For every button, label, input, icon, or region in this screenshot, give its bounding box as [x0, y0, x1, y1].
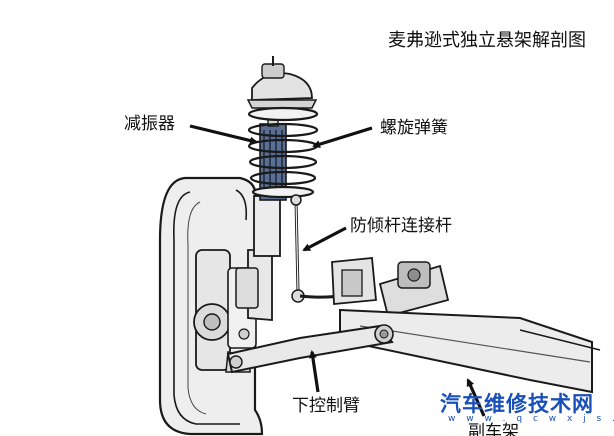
- anti-roll-link: [290, 194, 361, 303]
- coil-spring: [247, 106, 319, 199]
- arrow-lower-control-arm: [308, 350, 320, 393]
- arrow-shock-absorber: [189, 124, 258, 145]
- label-subframe: 副车架: [468, 422, 519, 436]
- strut-body: [235, 195, 281, 321]
- top-mount: [246, 56, 318, 109]
- diagram-title: 麦弗逊式独立悬架解剖图: [388, 30, 586, 51]
- callout-arrows: [189, 124, 486, 417]
- lower-control-arm: [226, 324, 394, 374]
- subframe: [331, 257, 601, 394]
- label-anti-roll-link: 防倾杆连接杆: [350, 216, 452, 236]
- watermark-text: 汽车维修技术网: [440, 392, 594, 416]
- label-lower-control-arm: 下控制臂: [292, 396, 360, 416]
- label-coil-spring: 螺旋弹簧: [380, 118, 448, 138]
- label-shock-absorber: 减振器: [124, 114, 175, 134]
- arrow-subframe: [466, 378, 486, 417]
- arrow-anti-roll-link: [302, 226, 347, 252]
- arrow-coil-spring: [312, 126, 373, 149]
- watermark-url: w w w . q c w x j s . c o m: [448, 414, 614, 424]
